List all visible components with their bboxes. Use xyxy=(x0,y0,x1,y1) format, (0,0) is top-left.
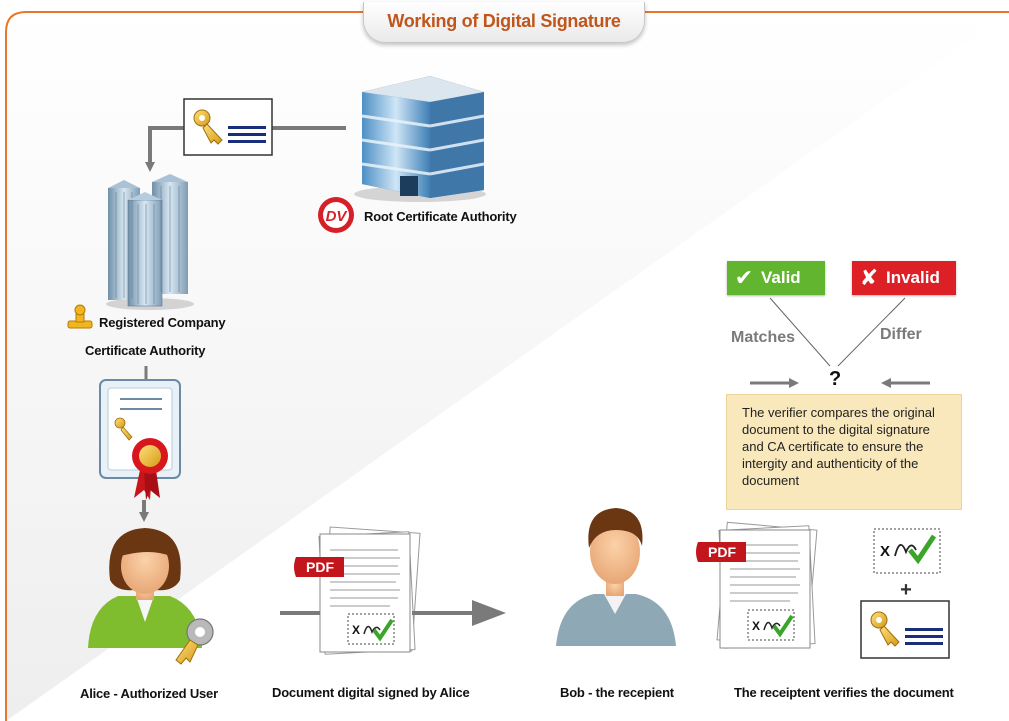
differ-line xyxy=(837,297,906,367)
woman-avatar-icon xyxy=(88,528,214,665)
company-ca-label-line2: Certificate Authority xyxy=(85,343,206,358)
key-icon xyxy=(114,417,133,441)
ribbon-seal-icon xyxy=(132,438,168,500)
checkmark-icon: ✔ xyxy=(734,265,754,290)
man-avatar-icon xyxy=(556,508,676,646)
certificate-icon xyxy=(99,379,181,500)
svg-text:PDF: PDF xyxy=(306,559,334,575)
root-ca-label: Root Certificate Authority xyxy=(364,209,517,224)
valid-box: ✔ Valid xyxy=(727,261,825,295)
key-icon xyxy=(870,611,900,647)
dv-logo-icon: DV xyxy=(318,197,354,233)
invalid-label: Invalid xyxy=(886,268,940,287)
key-icon xyxy=(193,109,223,145)
invalid-box: ✘ Invalid xyxy=(852,261,956,295)
bob-label: Bob - the recepient xyxy=(560,685,674,700)
skyscraper-icon xyxy=(106,174,194,310)
differ-label: Differ xyxy=(880,326,922,343)
certificate-card-icon xyxy=(183,98,273,156)
company-ca-label-line1: Registered Company xyxy=(99,315,226,330)
pdf-document-icon: X PDF xyxy=(696,521,818,649)
arrow-to-company xyxy=(145,126,184,172)
matches-label: Matches xyxy=(731,329,796,346)
verify-label: The receiptent verifies the document xyxy=(734,685,954,700)
frame-border xyxy=(5,11,1009,721)
svg-text:X: X xyxy=(752,619,760,633)
title-tab: Working of Digital Signature xyxy=(363,2,645,43)
question-mark: ? xyxy=(829,368,842,390)
key-icon xyxy=(175,618,214,665)
stamp-icon xyxy=(67,304,93,329)
arrow-head xyxy=(472,600,506,626)
pdf-document-icon: X PDF xyxy=(294,526,421,655)
valid-label: Valid xyxy=(761,268,801,287)
svg-text:PDF: PDF xyxy=(708,544,736,560)
verifier-note: The verifier compares the original docum… xyxy=(726,394,962,510)
page-title: Working of Digital Signature xyxy=(387,11,621,31)
plus-sign: + xyxy=(900,579,912,601)
svg-text:DV: DV xyxy=(326,208,349,225)
svg-text:X: X xyxy=(880,543,890,560)
matches-line xyxy=(769,297,831,367)
alice-label: Alice - Authorized User xyxy=(80,686,218,701)
office-building-icon xyxy=(354,76,486,202)
svg-text:X: X xyxy=(352,623,360,637)
document-label: Document digital signed by Alice xyxy=(272,685,470,700)
signature-icon: X xyxy=(873,528,941,574)
certificate-card-icon xyxy=(860,600,950,659)
cross-icon: ✘ xyxy=(859,265,879,290)
